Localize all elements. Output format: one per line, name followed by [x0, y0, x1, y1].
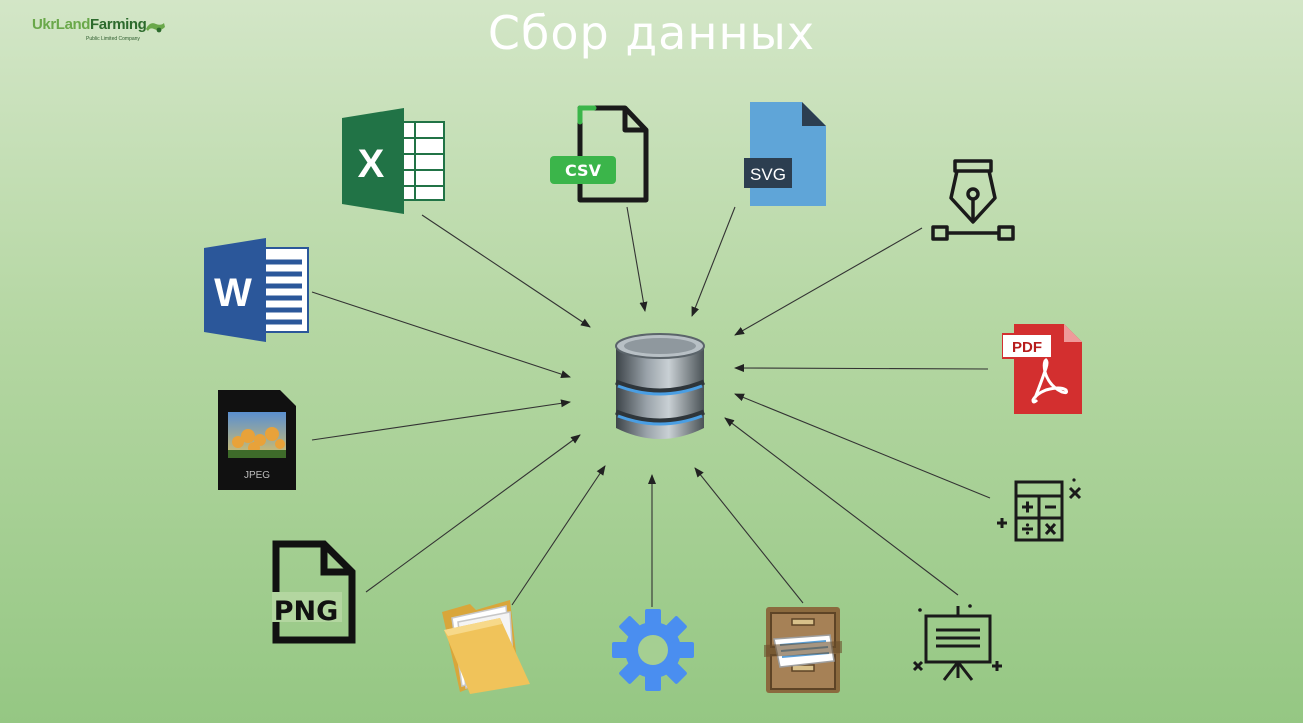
arrow-presentation [724, 417, 959, 596]
logo-subtitle: Public Limited Company [86, 36, 140, 42]
arrow-cabinet [694, 467, 804, 604]
calculator-icon [994, 478, 1084, 544]
slide-title: Сбор данных [487, 6, 816, 60]
pen-tool-icon [930, 158, 1016, 244]
csv-label: CSV [565, 161, 602, 180]
word-icon: W [204, 238, 310, 342]
logo-name: UkrLandFarming [32, 16, 147, 33]
png-file-icon: PNG [272, 540, 356, 644]
png-label: PNG [274, 596, 339, 627]
csv-file-icon: CSV [550, 104, 650, 204]
word-glyph: W [214, 271, 252, 315]
pdf-label: PDF [1012, 339, 1042, 356]
arrow-png [365, 434, 581, 593]
company-logo: UkrLandFarming Public Limited Company [32, 16, 172, 50]
arrow-excel [421, 214, 591, 328]
folder-icon [440, 600, 532, 694]
pdf-file-icon: PDF [1002, 324, 1084, 416]
arrow-word [311, 291, 571, 378]
presentation-board-icon [912, 604, 1004, 684]
svg-file-icon: SVG [744, 102, 828, 206]
arrow-svg [691, 206, 736, 317]
arrow-folder [511, 465, 606, 606]
filing-cabinet-icon [762, 605, 844, 697]
arrow-jpeg [311, 399, 571, 441]
svg-label: SVG [750, 165, 786, 184]
excel-icon: X [342, 108, 448, 214]
arrow-pdf [734, 364, 989, 373]
arrow-calculator [734, 393, 991, 499]
jpeg-label: JPEG [244, 470, 270, 481]
excel-glyph: X [358, 142, 385, 186]
jpeg-file-icon: JPEG [218, 390, 298, 492]
arrow-pen [734, 227, 923, 336]
logo-mark-icon [146, 23, 165, 33]
arrow-csv [626, 206, 648, 312]
settings-gear-icon [612, 609, 694, 691]
database-icon [608, 330, 712, 450]
